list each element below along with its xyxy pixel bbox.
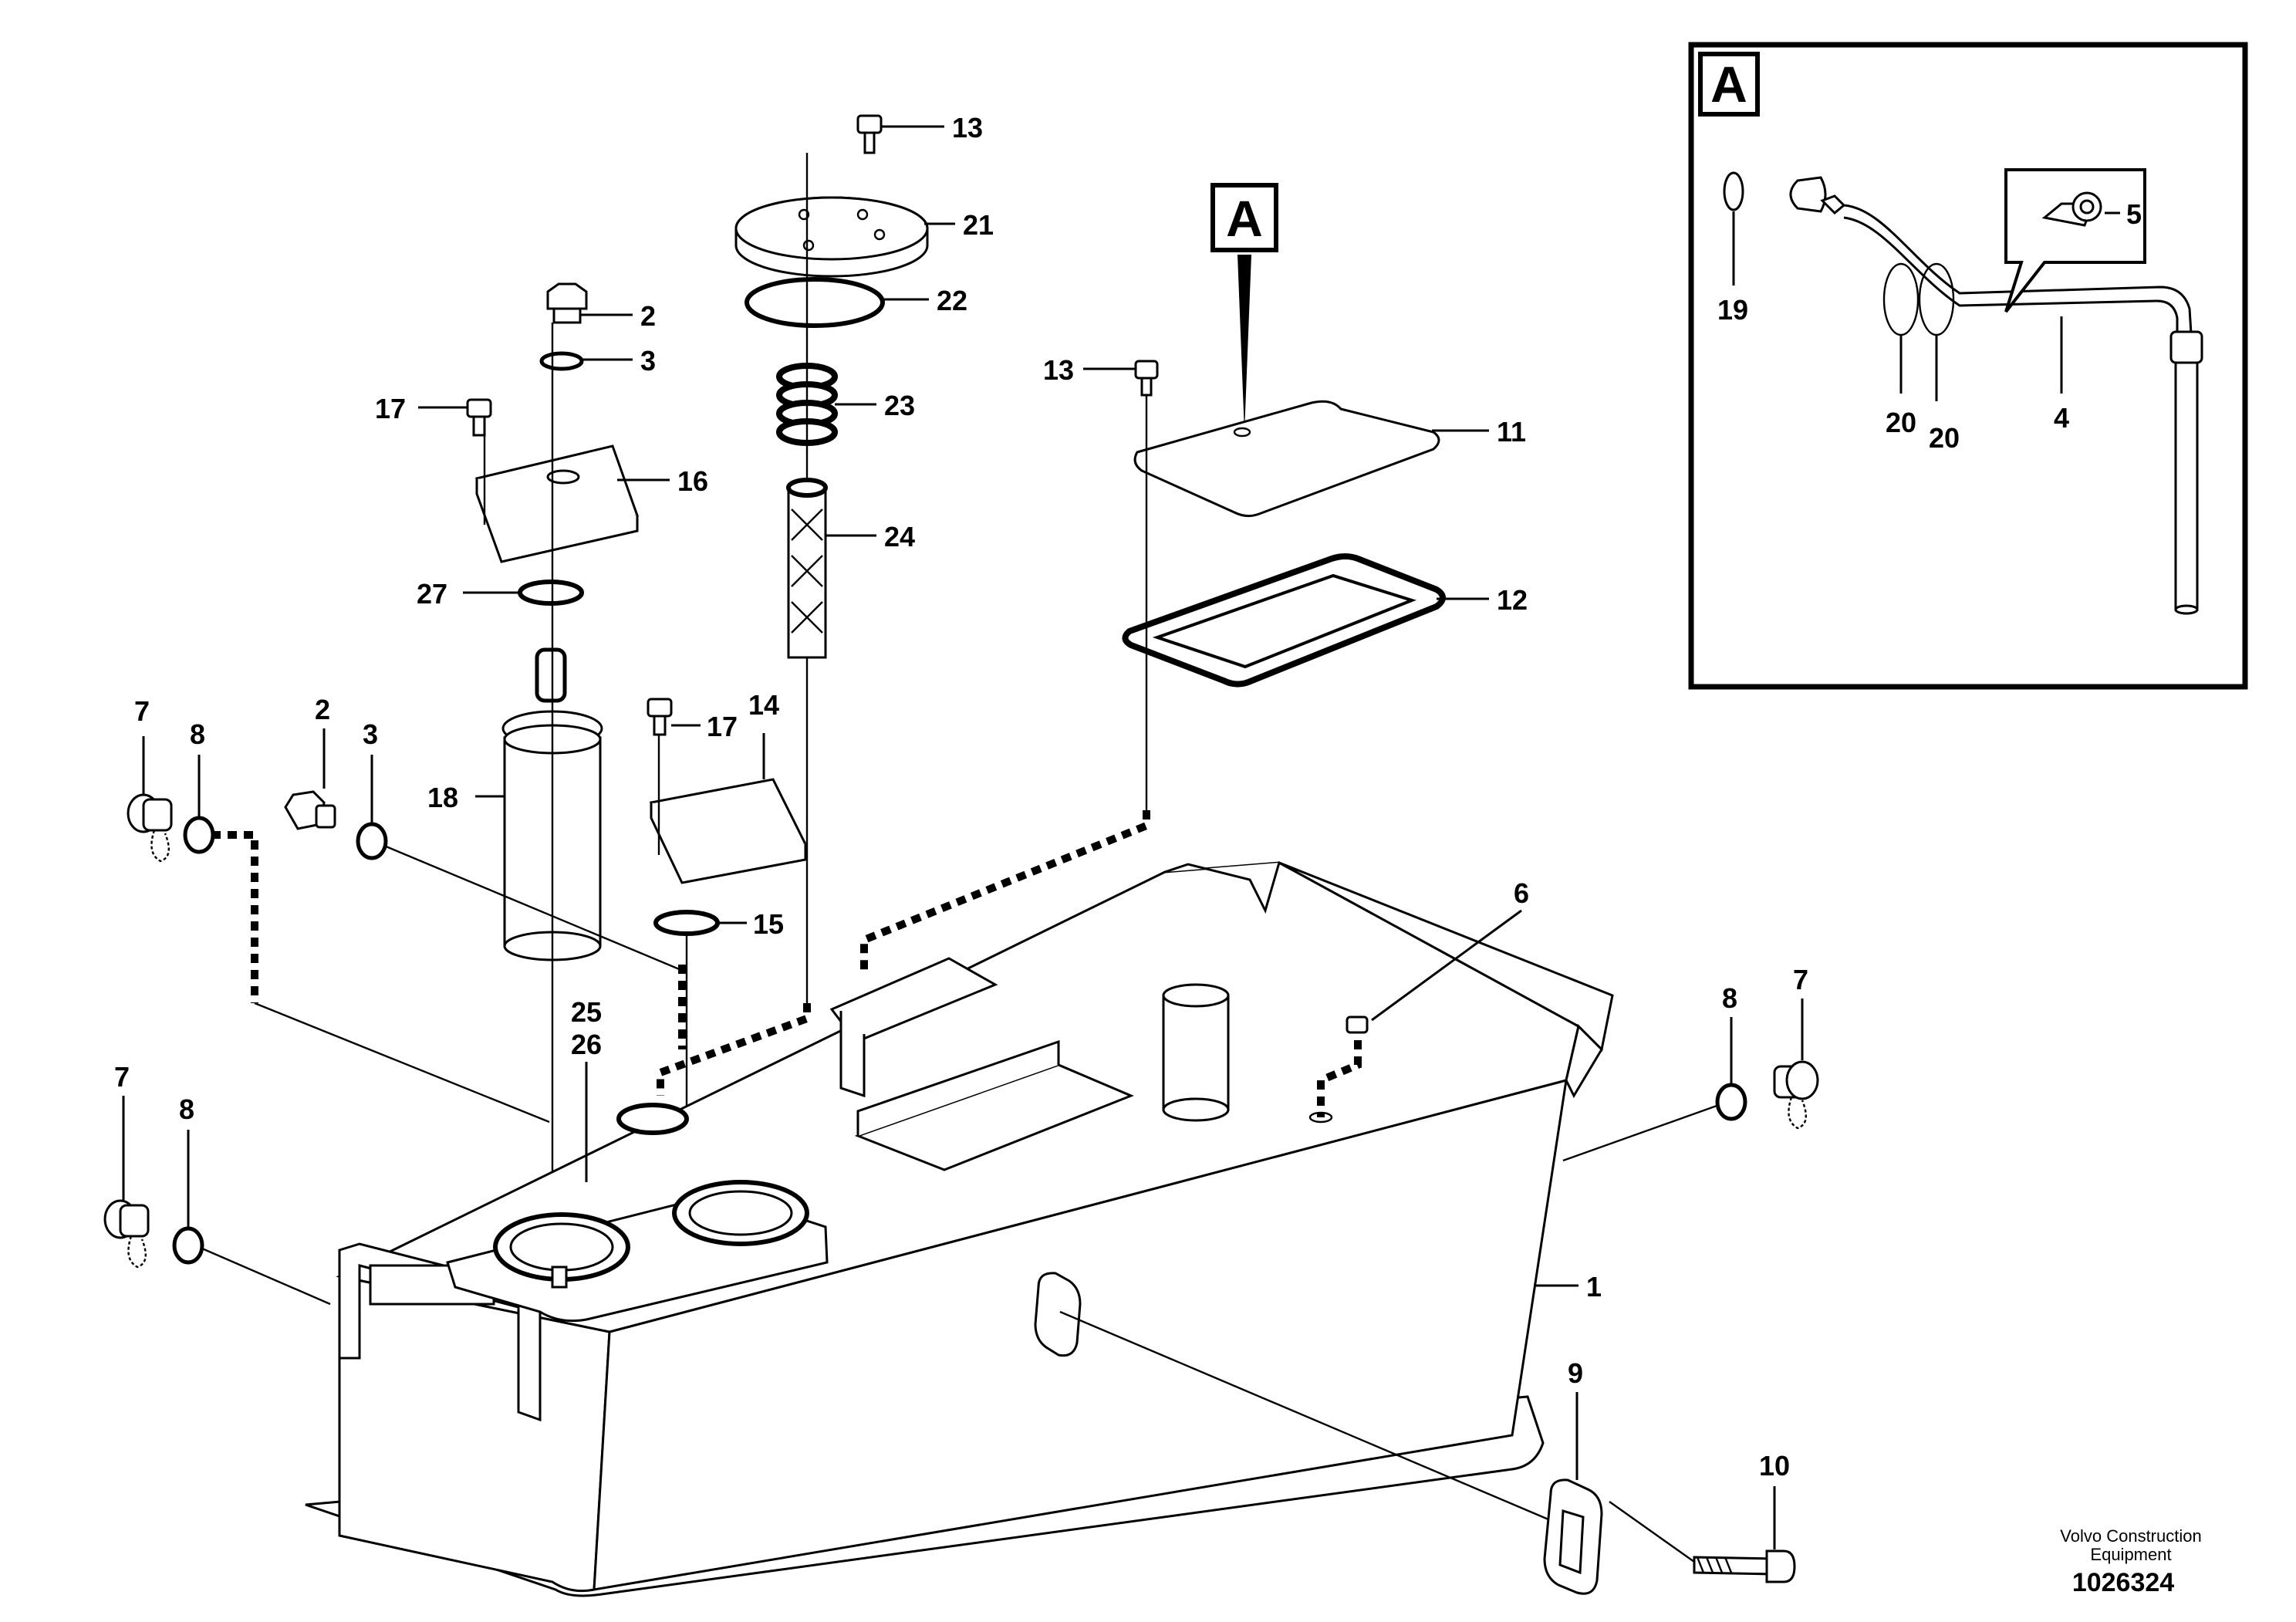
- fuel-tank-1: [305, 860, 1614, 1597]
- callout-7-right: 7: [1793, 964, 1808, 995]
- callout-4: 4: [2054, 402, 2069, 434]
- callout-17-mid: 17: [707, 711, 738, 742]
- cover-14: [649, 778, 808, 884]
- credit-line-1: Volvo Construction: [2060, 1526, 2201, 1546]
- plug-7-upper-left: [127, 793, 173, 863]
- callout-13-top: 13: [952, 112, 983, 144]
- callout-9: 9: [1568, 1357, 1583, 1389]
- callout-22: 22: [937, 285, 967, 316]
- callout-15: 15: [753, 908, 784, 940]
- callout-23: 23: [884, 390, 915, 421]
- plug-2-left: [284, 790, 336, 830]
- callout-18: 18: [427, 782, 458, 813]
- washer-3-left: [356, 822, 388, 860]
- cover-9: [1543, 1478, 1603, 1595]
- callout-26: 26: [571, 1029, 602, 1060]
- callout-27: 27: [417, 578, 447, 610]
- drawing-number: 1026324: [2072, 1568, 2174, 1597]
- callout-3-left: 3: [363, 718, 378, 750]
- callout-12: 12: [1497, 584, 1528, 616]
- washer-8-lower-left: [172, 1226, 204, 1265]
- callout-1: 1: [1586, 1271, 1602, 1303]
- plug-7-lower-left: [103, 1199, 150, 1269]
- callout-8-right: 8: [1722, 982, 1737, 1014]
- drawing-credit: Volvo Construction Equipment 1026324: [2060, 1526, 2201, 1597]
- callout-3-top: 3: [640, 345, 656, 377]
- callout-24: 24: [884, 521, 915, 552]
- callout-5: 5: [2126, 198, 2142, 230]
- callout-6: 6: [1514, 877, 1529, 909]
- washer-8-upper-left: [183, 816, 215, 854]
- callout-2-left: 2: [315, 694, 330, 725]
- bolt-17-left: [466, 398, 492, 437]
- plug-7-right: [1773, 1060, 1819, 1130]
- sender-tube: [2174, 361, 2199, 611]
- callout-11: 11: [1497, 416, 1526, 448]
- callout-17-left: 17: [375, 393, 406, 424]
- gasket-12: [1122, 553, 1446, 688]
- callout-10: 10: [1759, 1450, 1790, 1482]
- bolt-13-right: [1134, 360, 1159, 397]
- callout-20-a: 20: [1886, 407, 1916, 438]
- o-ring-27: [518, 580, 584, 606]
- callout-7-lower-left: 7: [114, 1061, 130, 1093]
- washer-8-right: [1715, 1083, 1747, 1121]
- bolt-17-mid: [647, 698, 673, 736]
- plug-2-top: [546, 282, 588, 324]
- spring-18: [535, 647, 567, 703]
- filter-element-24: [786, 478, 828, 659]
- detail-marker-a: A: [1710, 56, 1747, 113]
- bolt-10: [1693, 1549, 1796, 1583]
- view-marker-a: A: [1210, 183, 1278, 432]
- detail-view-a: A: [1688, 42, 2248, 690]
- callout-20-b: 20: [1929, 422, 1960, 454]
- cover-16: [475, 444, 639, 563]
- callout-7-upper-left: 7: [134, 695, 150, 727]
- bolt-13-top: [856, 114, 883, 154]
- callout-14: 14: [748, 689, 779, 721]
- leader-lines: [122, 125, 1804, 1549]
- callout-8-lower-left: 8: [179, 1093, 194, 1125]
- ring-nut-19: [1723, 171, 1744, 211]
- callout-13-right: 13: [1043, 354, 1074, 386]
- washer-3-top: [539, 351, 584, 371]
- filter-cover-21: [734, 196, 929, 278]
- callout-2-top: 2: [640, 300, 656, 332]
- callout-8-upper-left: 8: [190, 718, 205, 750]
- callout-19: 19: [1717, 294, 1748, 326]
- o-ring-15: [653, 910, 720, 936]
- callout-25: 25: [571, 996, 602, 1028]
- o-ring-22: [745, 277, 885, 328]
- callout-16: 16: [677, 465, 708, 497]
- cover-plate-11: [1133, 400, 1440, 518]
- callout-21: 21: [963, 209, 994, 241]
- view-marker-label: A: [1226, 190, 1263, 247]
- callout-labels: 13 21 22 23 24 13 11 12 2 3 17 16 27 18 …: [114, 112, 2142, 1482]
- credit-line-2: Equipment: [2090, 1545, 2171, 1564]
